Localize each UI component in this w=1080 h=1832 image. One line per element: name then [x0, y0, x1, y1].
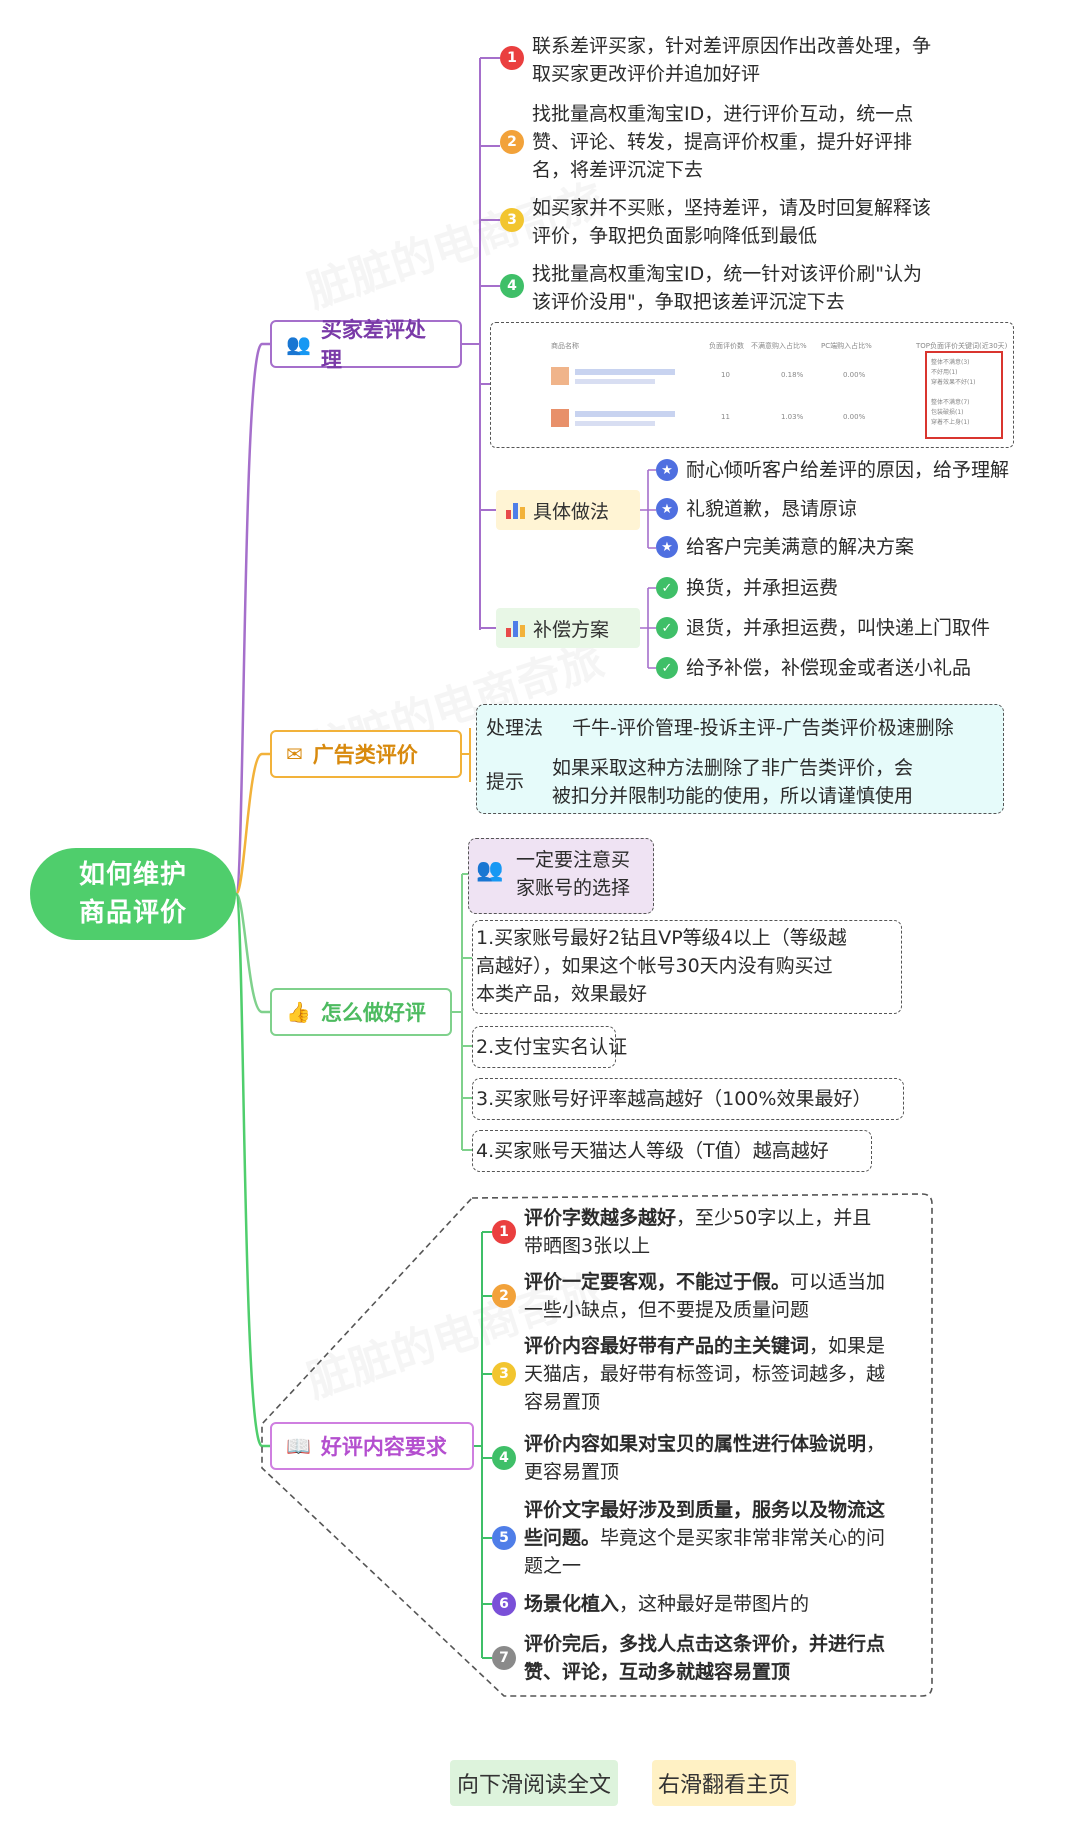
badge-number-1: 1	[500, 46, 524, 70]
blurred-title	[575, 421, 655, 426]
star-icon: ★	[656, 498, 678, 520]
check-icon: ✓	[656, 657, 678, 679]
bad-item-1: 联系差评买家，针对差评原因作出改善处理，争 取买家更改评价并追加好评	[532, 35, 932, 85]
badge-number-7: 7	[492, 1646, 516, 1670]
topic-ad-review[interactable]: ✉ 广告类评价	[270, 730, 462, 778]
bar-chart-icon	[506, 501, 525, 519]
bad-item-4: 找批量高权重淘宝ID，统一针对该评价刷"认为 该评价没用"，争取把该差评沉淀下去	[532, 263, 922, 313]
badge-number-2: 2	[500, 130, 524, 154]
content-item-4: 评价内容如果对宝贝的属性进行体验说明， 更容易置顶	[524, 1433, 886, 1483]
comp-item-3: 给予补偿，补偿现金或者送小礼品	[686, 657, 972, 679]
review-screenshot-image[interactable]: 商品名称 负面评价数 不满意购入占比% PC端购入占比% TOP负面评价关键词(…	[490, 322, 1014, 448]
thumbs-up-icon: 👍	[286, 1000, 311, 1024]
book-icon: 📖	[286, 1434, 311, 1458]
comp-item-1: 换货，并承担运费	[686, 577, 839, 599]
topic-content-requirements[interactable]: 📖 好评内容要求	[270, 1422, 474, 1470]
swipe-home-button[interactable]: 右滑翻看主页	[652, 1760, 796, 1806]
connector-comp	[640, 587, 656, 669]
content-dashed-frame	[261, 1193, 933, 1697]
keyword-highlight-frame: 整体不满意(3) 不好用(1) 穿着效果不好(1) 整体不满意(7) 包装破损(…	[925, 351, 1003, 439]
scroll-down-button[interactable]: 向下滑阅读全文	[450, 1760, 618, 1806]
method-item-1: 耐心倾听客户给差评的原因，给予理解	[686, 459, 1010, 481]
content-item-7: 评价完后，多找人点击这条评价，并进行点 赞、评论，互动多就越容易置顶	[524, 1633, 886, 1683]
good-review-note-text: 一定要注意买 家账号的选择	[516, 849, 631, 899]
subtopic-method[interactable]: 具体做法	[496, 490, 640, 530]
ad-row-tip: 如果采取这种方法删除了非广告类评价，会 被扣分并限制功能的使用，所以请谨慎使用	[552, 757, 914, 807]
comp-item-2: 退货，并承担运费，叫快递上门取件	[686, 617, 991, 639]
ad-row-label-method: 处理法	[486, 717, 544, 739]
product-thumb	[551, 409, 569, 427]
star-icon: ★	[656, 536, 678, 558]
good-item-3-box	[472, 1078, 904, 1120]
good-item-4-box	[472, 1130, 872, 1172]
good-item-4: 4.买家账号天猫达人等级（T值）越高越好	[476, 1140, 829, 1162]
blurred-title	[575, 369, 675, 375]
badge-number-5: 5	[492, 1526, 516, 1550]
connector-root-good	[234, 892, 270, 1014]
good-item-2: 2.支付宝实名认证	[476, 1036, 628, 1058]
topic-bad-review[interactable]: 👥 买家差评处理	[270, 318, 462, 372]
badge-number-3: 3	[492, 1362, 516, 1386]
badge-number-4: 4	[492, 1446, 516, 1470]
root-topic[interactable]: 如何维护商品评价	[30, 848, 236, 940]
bar-chart-icon	[506, 619, 525, 637]
connector-root-ad	[234, 752, 270, 896]
content-item-6: 场景化植入，这种最好是带图片的	[524, 1593, 810, 1615]
people-icon: 👥	[476, 858, 504, 883]
connector-method	[640, 469, 656, 549]
bad-item-2: 找批量高权重淘宝ID，进行评价互动，统一点 赞、评论、转发，提高评价权重，提升好…	[532, 103, 914, 181]
method-item-3: 给客户完美满意的解决方案	[686, 536, 915, 558]
content-item-2: 评价一定要客观，不能过于假。可以适当加 一些小缺点，但不要提及质量问题	[524, 1271, 886, 1321]
badge-number-1: 1	[492, 1220, 516, 1244]
method-item-2: 礼貌道歉，恳请原谅	[686, 498, 858, 520]
blurred-title	[575, 411, 675, 417]
connector-content	[474, 1232, 483, 1658]
check-icon: ✓	[656, 617, 678, 639]
badge-number-6: 6	[492, 1592, 516, 1616]
star-icon: ★	[656, 459, 678, 481]
connector-root-bad	[234, 342, 270, 896]
good-item-1: 1.买家账号最好2钻且VP等级4以上（等级越 高越好），如果这个帐号30天内没有…	[476, 927, 847, 1005]
ad-row-method: 千牛-评价管理-投诉主评-广告类评价极速删除	[572, 717, 954, 739]
good-item-3: 3.买家账号好评率越高越好（100%效果最好）	[476, 1088, 872, 1110]
badge-number-2: 2	[492, 1284, 516, 1308]
content-item-5: 评价文字最好涉及到质量，服务以及物流这 些问题。毕竟这个是买家非常非常关心的问 …	[524, 1499, 886, 1577]
blurred-title	[575, 379, 655, 384]
badge-number-3: 3	[500, 208, 524, 232]
badge-number-4: 4	[500, 274, 524, 298]
connector-good	[452, 873, 472, 1151]
topic-good-review[interactable]: 👍 怎么做好评	[270, 988, 452, 1036]
good-item-1-box	[472, 920, 902, 1014]
content-item-1: 评价字数越多越好，至少50字以上，并且 带晒图3张以上	[524, 1207, 872, 1257]
product-thumb	[551, 367, 569, 385]
envelope-icon: ✉	[286, 742, 303, 766]
subtopic-compensation[interactable]: 补偿方案	[496, 608, 640, 648]
connector-bad-spine	[462, 58, 481, 630]
content-item-3: 评价内容最好带有产品的主关键词，如果是 天猫店，最好带有标签词，标签词越多，越 …	[524, 1335, 886, 1413]
good-item-2-box	[472, 1026, 616, 1068]
ad-review-box	[476, 704, 1004, 814]
people-icon: 👥	[286, 332, 311, 356]
connector-root-content	[234, 892, 270, 1448]
good-review-note	[468, 838, 654, 914]
ad-row-label-tip: 提示	[486, 771, 525, 793]
connector-ad	[462, 728, 471, 782]
check-icon: ✓	[656, 577, 678, 599]
bad-item-3: 如买家并不买账，坚持差评，请及时回复解释该 评价，争取把负面影响降低到最低	[532, 197, 932, 247]
